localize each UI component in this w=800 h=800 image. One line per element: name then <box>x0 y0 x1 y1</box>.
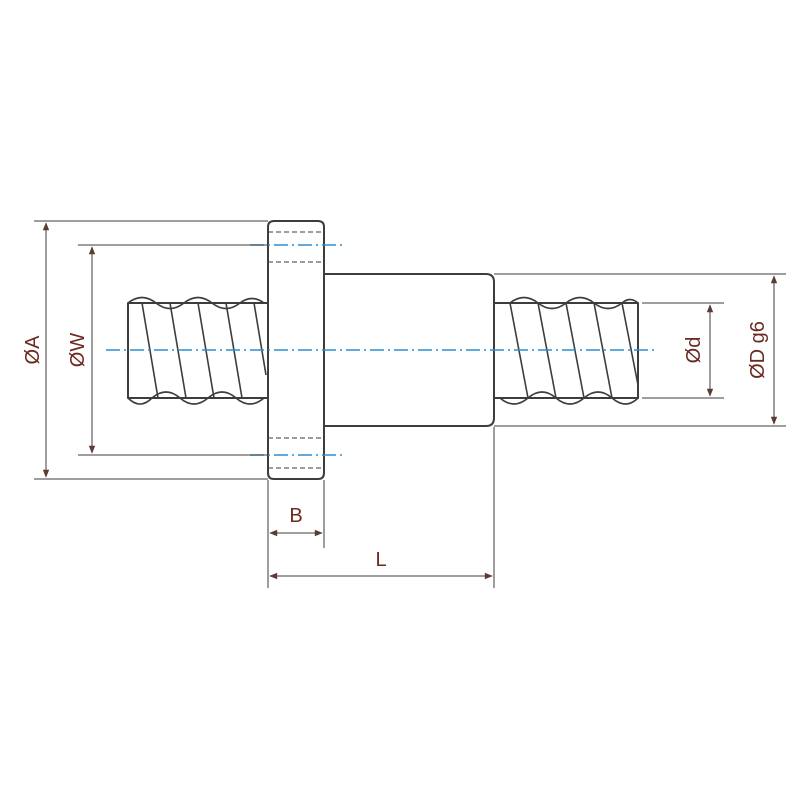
extension-lines <box>34 220 786 588</box>
label-dia-a: ØA <box>22 335 44 365</box>
centerlines <box>106 244 656 456</box>
label-flange-b: B <box>289 505 302 527</box>
label-dia-w: ØW <box>67 333 89 368</box>
flange-bolt-holes <box>268 231 324 469</box>
nut-flange <box>267 220 325 480</box>
label-dia-d-g6: ØD g6 <box>747 321 769 379</box>
label-dia-d: Ød <box>683 337 705 364</box>
label-length-l: L <box>375 549 386 571</box>
nut-body <box>323 273 495 427</box>
dimension-lines <box>42 222 778 580</box>
